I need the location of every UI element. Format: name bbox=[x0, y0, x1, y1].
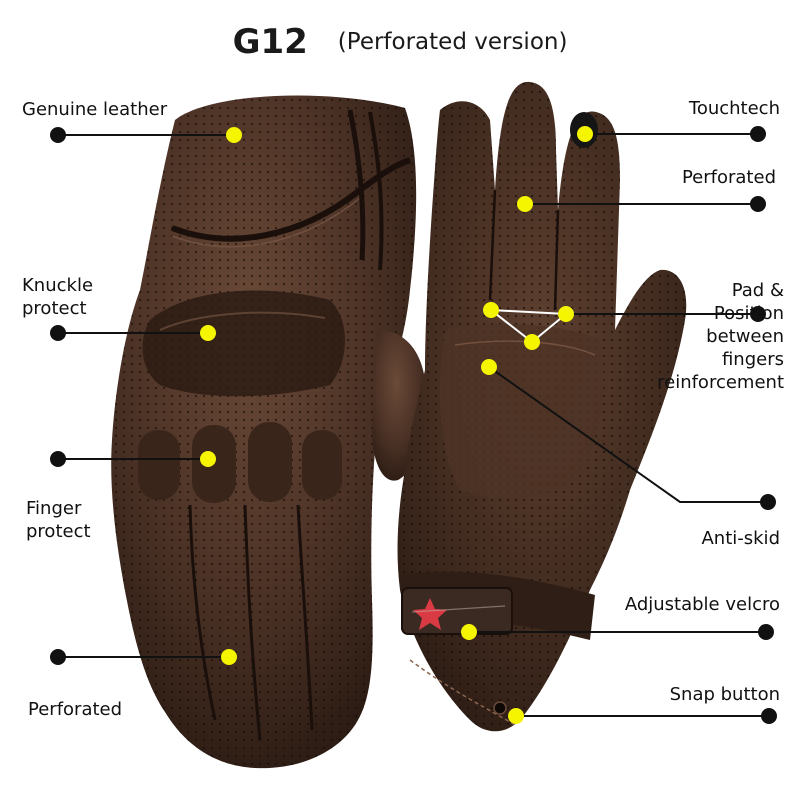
label-adjustable-velcro: Adjustable velcro bbox=[624, 594, 780, 615]
right-glove bbox=[397, 81, 687, 732]
snap-button-icon bbox=[493, 701, 507, 715]
model-subtitle: (Perforated version) bbox=[337, 29, 568, 55]
cuff-seam bbox=[170, 157, 412, 242]
page-title: G12 (Perforated version) bbox=[0, 22, 800, 62]
left-glove bbox=[111, 95, 427, 769]
label-perforated-left: Perforated bbox=[28, 699, 123, 720]
brand-star-icon bbox=[413, 598, 447, 630]
label-touchtech: Touchtech bbox=[688, 98, 780, 119]
model-name: G12 bbox=[232, 22, 308, 62]
palm-pad bbox=[440, 324, 605, 499]
label-knuckle-protect: Knuckle protect bbox=[22, 275, 94, 319]
label-snap-button: Snap button bbox=[669, 684, 780, 705]
finger-reinforcement-triangle bbox=[487, 308, 569, 344]
label-anti-skid: Anti-skid bbox=[701, 528, 780, 549]
label-genuine-leather: Genuine leather bbox=[22, 99, 168, 120]
knuckle-guard bbox=[142, 290, 345, 397]
callout-end-dots bbox=[50, 126, 777, 724]
feature-markers bbox=[200, 126, 593, 724]
label-pad-position-reinforcement: Pad & Position between fingers reinforce… bbox=[657, 280, 784, 393]
label-perforated-right: Perforated bbox=[681, 167, 776, 188]
label-finger-protect: Finger protect bbox=[26, 498, 91, 542]
callout-lines bbox=[58, 133, 769, 717]
